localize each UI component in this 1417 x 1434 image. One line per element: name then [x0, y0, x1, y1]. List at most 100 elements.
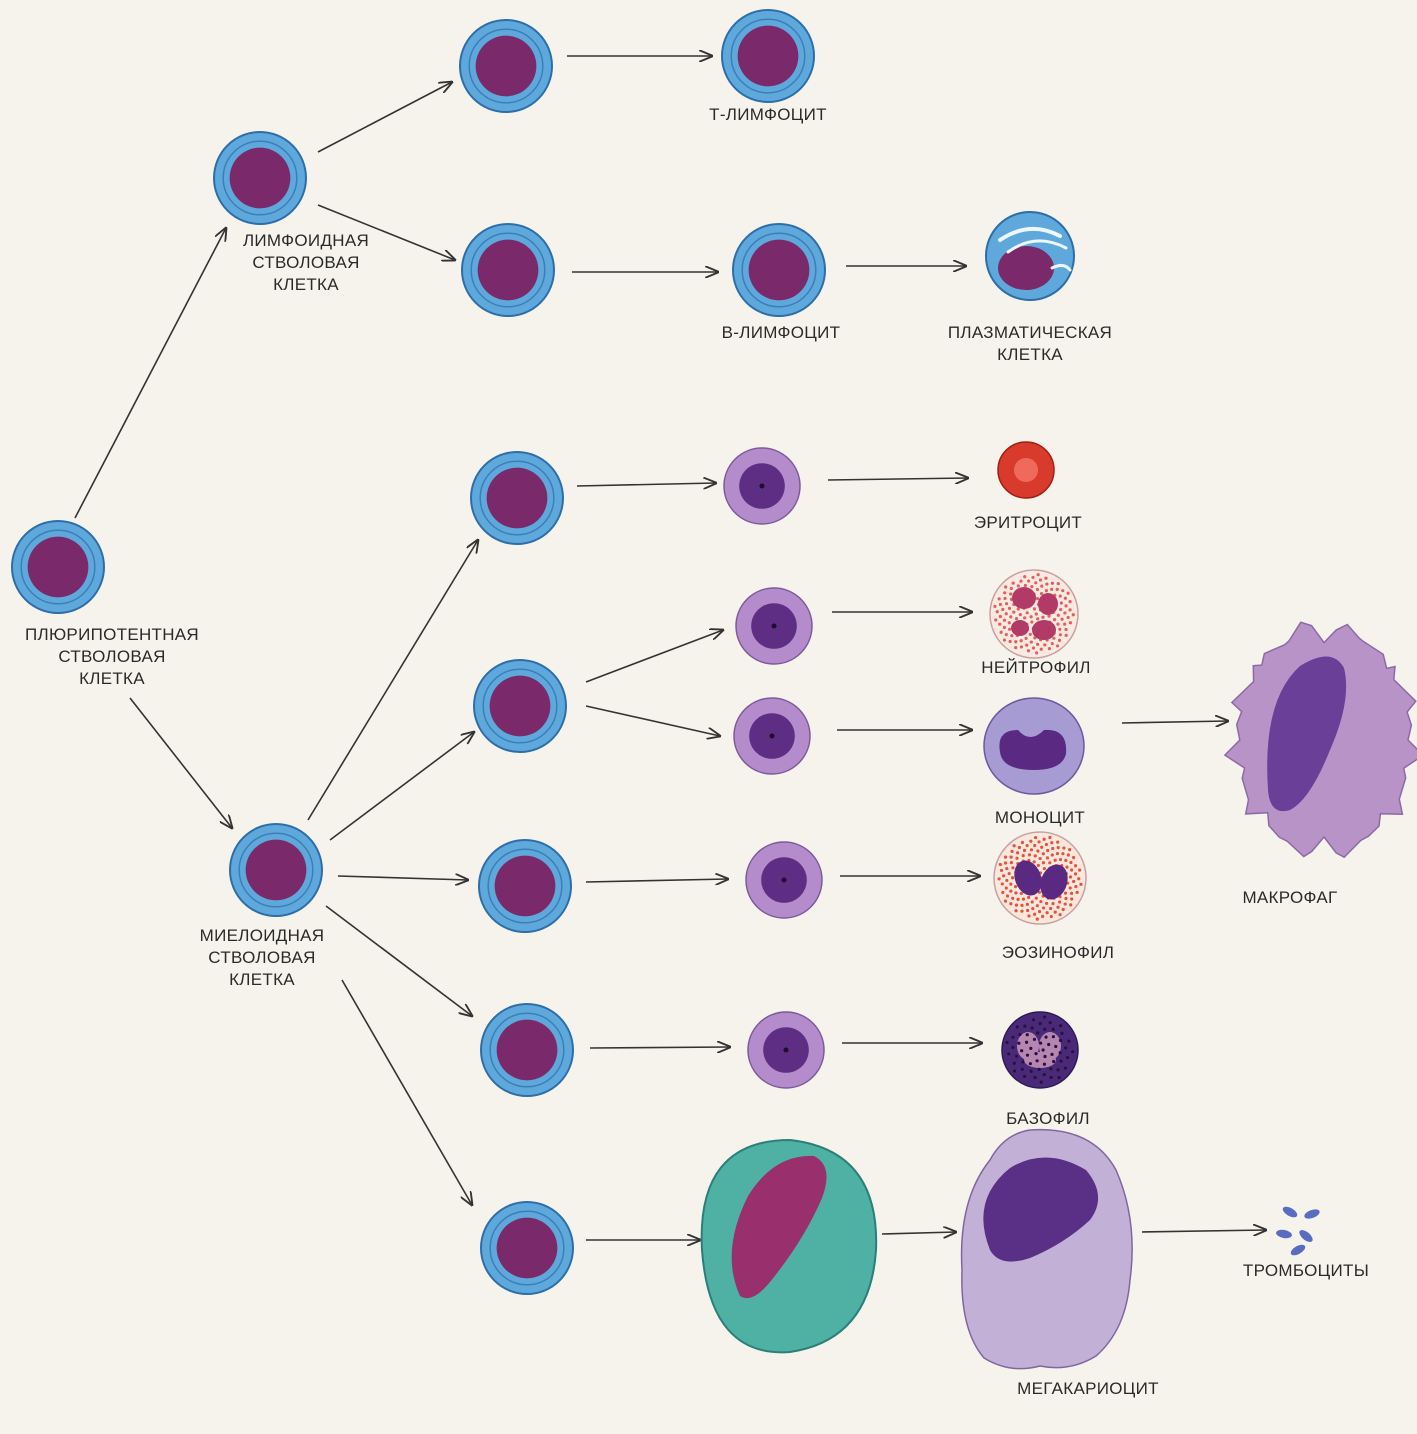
granule	[1042, 906, 1045, 909]
granule	[1026, 1033, 1029, 1036]
erythrocyte	[998, 442, 1054, 498]
granule	[1030, 848, 1033, 851]
granule	[1035, 897, 1038, 900]
granule	[1019, 613, 1022, 616]
cell-nucleolus	[770, 734, 775, 739]
label-platelets-line: ТРОМБОЦИТЫ	[1243, 1260, 1369, 1282]
monocyte	[984, 698, 1084, 794]
granule	[1059, 608, 1062, 611]
granule	[1051, 642, 1054, 645]
cell-nucleus	[497, 1218, 558, 1279]
granule	[1007, 1052, 1010, 1055]
label-macrophage: МАКРОФАГ	[1242, 887, 1337, 909]
granule	[1013, 844, 1016, 847]
granule	[1020, 892, 1023, 895]
granule	[1001, 608, 1004, 611]
granule	[1013, 1069, 1016, 1072]
granule	[1059, 633, 1062, 636]
granule	[1058, 628, 1061, 631]
granule	[1039, 1041, 1042, 1044]
cell-nucleus	[495, 856, 556, 917]
granule	[1043, 1015, 1046, 1018]
granule	[1043, 1063, 1046, 1066]
granule	[1020, 910, 1023, 913]
basophil	[1002, 1012, 1078, 1088]
granule	[1009, 890, 1012, 893]
granule	[998, 597, 1001, 600]
granule	[1035, 1059, 1038, 1062]
granule	[1004, 899, 1007, 902]
granule	[1072, 856, 1075, 859]
granule	[1057, 614, 1060, 617]
granule	[1003, 638, 1006, 641]
granule	[1030, 1026, 1033, 1029]
granule	[1011, 1036, 1014, 1039]
arrow-myeloid-to-eosinophil-line	[338, 876, 468, 880]
granule	[1027, 579, 1030, 582]
granule	[1029, 633, 1032, 636]
granule	[1052, 1060, 1055, 1063]
granule	[1044, 1036, 1047, 1039]
granule	[1036, 904, 1039, 907]
granule	[1014, 885, 1017, 888]
granule	[1066, 592, 1069, 595]
granule	[1008, 621, 1011, 624]
granule	[1033, 1038, 1036, 1041]
nucleus-lobe	[1032, 620, 1056, 640]
granule	[1023, 1024, 1026, 1027]
granule	[1005, 879, 1008, 882]
granule	[1051, 853, 1054, 856]
granule	[1050, 1053, 1053, 1056]
granule	[1020, 1049, 1023, 1052]
granule	[1063, 611, 1066, 614]
granule	[1025, 1041, 1028, 1044]
granule	[1014, 909, 1017, 912]
granule	[1042, 852, 1045, 855]
label-neutrophil: НЕЙТРОФИЛ	[981, 657, 1090, 679]
label-t-lymphocyte: Т-ЛИМФОЦИТ	[709, 104, 827, 126]
granule	[1003, 619, 1006, 622]
granule	[1059, 1024, 1062, 1027]
granule	[1067, 616, 1070, 619]
platelet	[1289, 1243, 1307, 1258]
neutrophil-precursor	[736, 588, 812, 664]
cell-nucleolus	[760, 484, 765, 489]
granule	[1026, 1054, 1029, 1057]
granule	[1056, 852, 1059, 855]
granule	[1000, 631, 1003, 634]
label-b-lymphocyte: В-ЛИМФОЦИТ	[722, 322, 841, 344]
granule	[1024, 584, 1027, 587]
granule	[1064, 902, 1067, 905]
granule	[1010, 634, 1013, 637]
granule	[1015, 857, 1018, 860]
granule	[1015, 617, 1018, 620]
cell-nucleus	[998, 246, 1054, 290]
granule	[1052, 637, 1055, 640]
label-b-lymphocyte-line: В-ЛИМФОЦИТ	[722, 322, 841, 344]
granule	[1060, 1059, 1063, 1062]
granule	[1032, 1018, 1035, 1021]
granule	[1015, 904, 1018, 907]
granule	[1039, 900, 1042, 903]
arrow-to-megakaryocyte	[882, 1232, 956, 1234]
granule	[1009, 615, 1012, 618]
granule	[1009, 592, 1012, 595]
granule	[1046, 911, 1049, 914]
granule	[1029, 840, 1032, 843]
granule	[1034, 1052, 1037, 1055]
granule	[1070, 892, 1073, 895]
granule	[1005, 602, 1008, 605]
label-basophil-line: БАЗОФИЛ	[1006, 1108, 1090, 1130]
label-erythrocyte-line: ЭРИТРОЦИТ	[974, 512, 1082, 534]
granule	[1036, 597, 1039, 600]
granule	[1056, 840, 1059, 843]
granule	[1003, 591, 1006, 594]
granule	[1023, 1075, 1026, 1078]
label-myeloid-stem-cell-line: МИЕЛОИДНАЯ	[200, 925, 325, 947]
granule	[1043, 1073, 1046, 1076]
granule	[1008, 872, 1011, 875]
granule	[1051, 847, 1054, 850]
neutrophil	[990, 570, 1078, 658]
granule	[1036, 849, 1039, 852]
